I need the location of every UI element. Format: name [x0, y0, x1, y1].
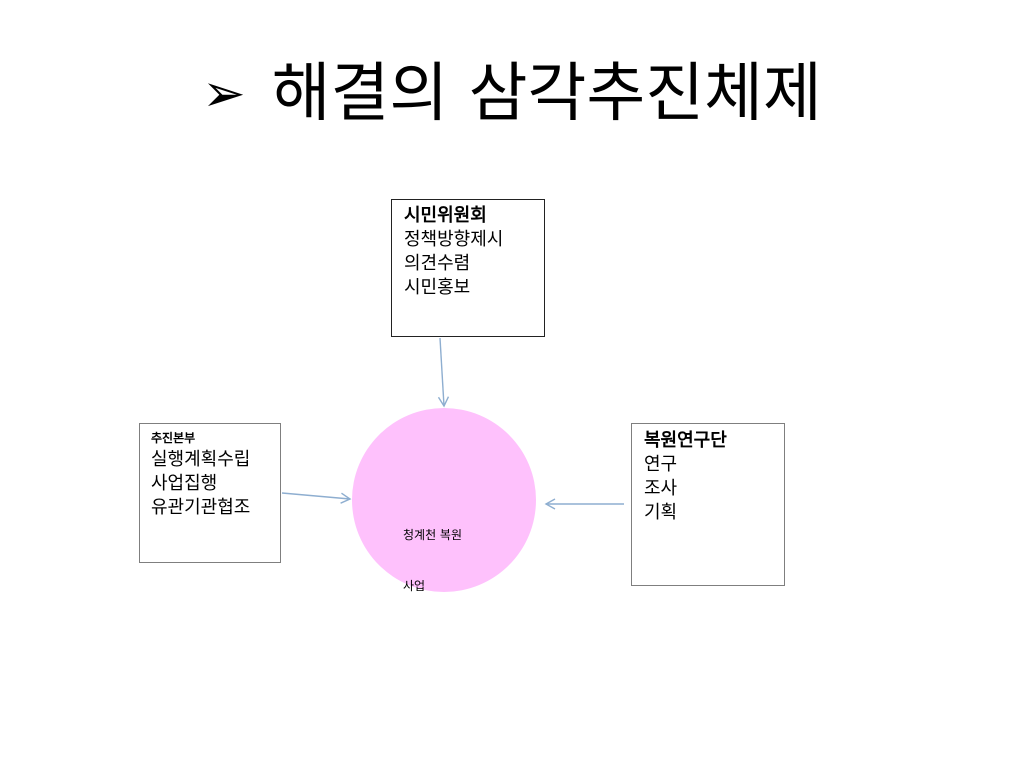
- citizen-committee-heading: 시민위원회: [404, 205, 487, 226]
- promotion-hq-item: 사업집행: [151, 473, 218, 494]
- research-group-item: 연구: [644, 454, 678, 475]
- slide-title-text: 해결의 삼각추진체제: [271, 57, 822, 131]
- promotion-hq-heading: 추진본부: [151, 431, 196, 445]
- arrow-citizen-to-center: [437, 337, 450, 408]
- slide-title: ➢ 해결의 삼각추진체제: [0, 52, 1024, 140]
- citizen-committee-item: 시민홍보: [404, 277, 471, 298]
- research-group-item: 기획: [644, 502, 678, 523]
- research-group-item: 조사: [644, 478, 678, 499]
- arrow-hq-to-center: [281, 492, 352, 504]
- citizen-committee-box: 시민위원회 정책방향제시 의견수렴 시민홍보: [391, 199, 545, 337]
- center-label-line1: 청계천 복원: [403, 528, 463, 542]
- promotion-hq-item: 실행계획수립: [151, 449, 251, 470]
- research-group-box: 복원연구단 연구 조사 기획: [631, 423, 785, 586]
- promotion-hq-item: 유관기관협조: [151, 497, 251, 518]
- arrow-bullet-icon: ➢: [202, 64, 246, 124]
- promotion-hq-box: 추진본부 실행계획수립 사업집행 유관기관협조: [139, 423, 281, 563]
- research-group-heading: 복원연구단: [644, 430, 727, 451]
- citizen-committee-item: 정책방향제시: [404, 229, 504, 250]
- center-circle-label: 청계천 복원 사업: [403, 493, 462, 612]
- center-circle: [352, 408, 536, 592]
- citizen-committee-item: 의견수렴: [404, 253, 471, 274]
- center-label-line2: 사업: [403, 579, 426, 593]
